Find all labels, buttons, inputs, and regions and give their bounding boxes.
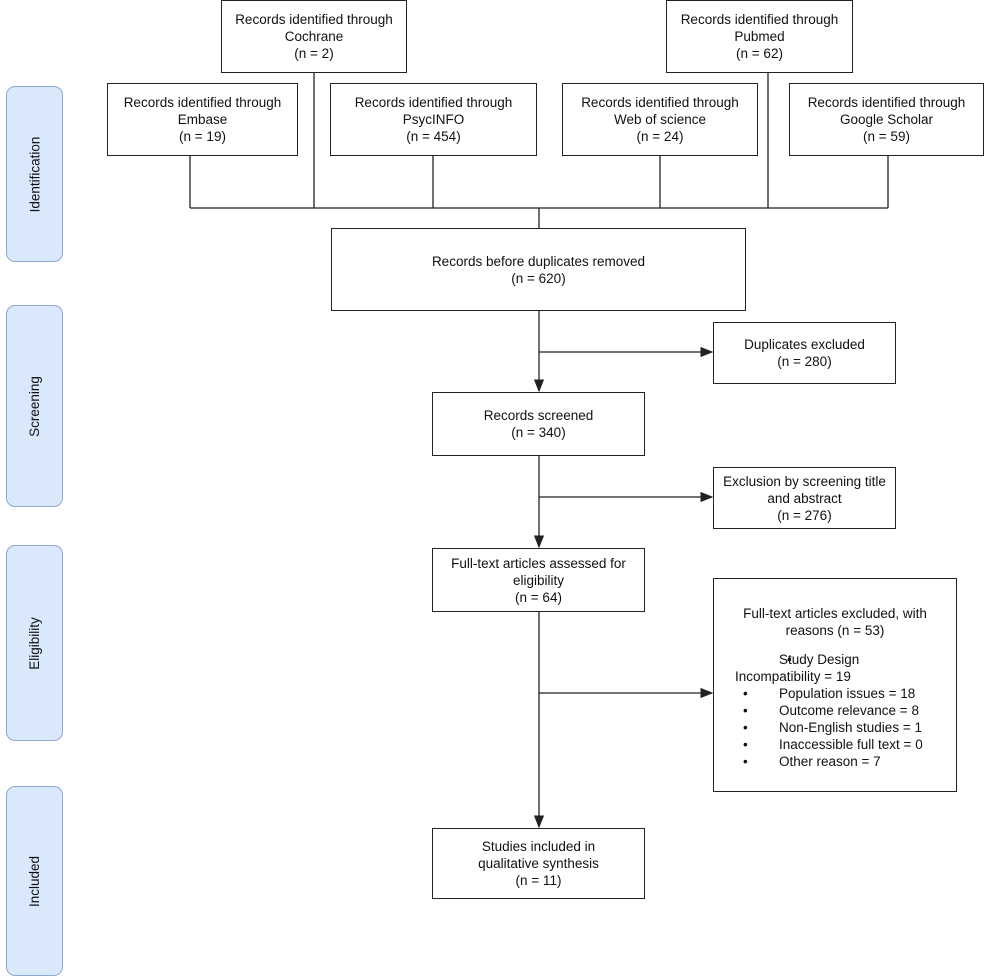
phase-included: Included (6, 786, 63, 976)
reason-item: Study Design Incompatibility = 19 (735, 651, 935, 685)
reason-item: Inaccessible full text = 0 (735, 736, 935, 753)
reason-item: Outcome relevance = 8 (735, 702, 935, 719)
exclusion-title-abstract: Exclusion by screening title and abstrac… (713, 467, 896, 529)
phase-identification: Identification (6, 86, 63, 262)
reason-item: Population issues = 18 (735, 685, 935, 702)
phase-screening: Screening (6, 305, 63, 507)
phase-eligibility: Eligibility (6, 545, 63, 741)
fulltext-excluded: Full-text articles excluded, with reason… (713, 578, 957, 792)
reason-item: Other reason = 7 (735, 753, 935, 770)
exclusion-reasons: Study Design Incompatibility = 19 Popula… (735, 651, 935, 770)
duplicates-excluded: Duplicates excluded(n = 280) (713, 322, 896, 384)
records-screened: Records screened(n = 340) (432, 392, 645, 456)
studies-included: Studies included in qualitative synthesi… (432, 828, 645, 899)
reason-item: Non-English studies = 1 (735, 719, 935, 736)
fulltext-assessed: Full-text articles assessed for eligibil… (432, 548, 645, 612)
records-before-duplicates: Records before duplicates removed(n = 62… (331, 228, 746, 311)
